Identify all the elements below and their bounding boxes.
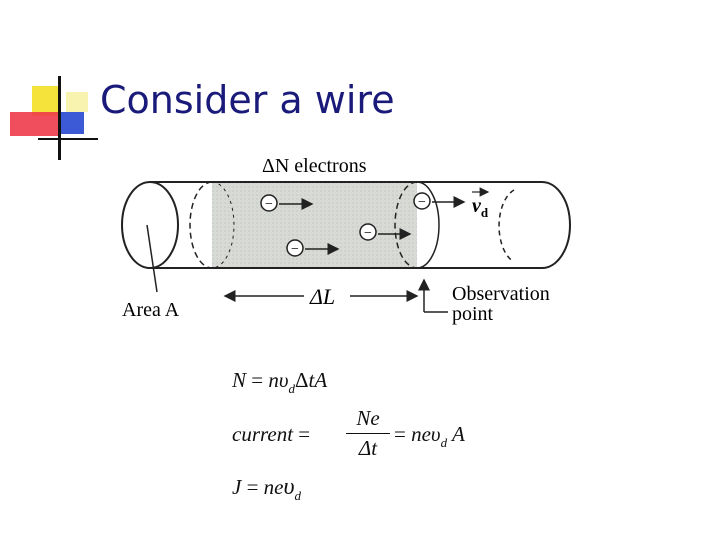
cross-section-left <box>189 181 213 269</box>
shaded-volume <box>212 182 417 268</box>
equation-current-rhs: = neυd A <box>394 422 465 450</box>
svg-text:−: − <box>291 242 299 257</box>
area-label: Area A <box>122 299 180 321</box>
observation-label-line2: point <box>452 303 494 325</box>
logo-yellow-block <box>32 86 58 116</box>
equation-current-density: J = neυd <box>232 474 302 503</box>
wire-far-end <box>541 181 571 269</box>
cross-section-right-front <box>416 181 440 269</box>
fraction-denominator: Δt <box>346 433 390 461</box>
logo-blue-block <box>58 112 84 134</box>
electron: − <box>286 239 340 257</box>
length-label: ΔL <box>309 284 335 309</box>
logo-vertical-line <box>58 76 61 160</box>
electron: − <box>260 194 314 212</box>
equation-current: current = <box>232 422 311 446</box>
slide-title: Consider a wire <box>100 78 395 122</box>
wire-end-face <box>121 181 179 269</box>
cross-section-left-back <box>211 181 235 269</box>
cross-section-right <box>394 181 418 269</box>
wire-dashed-right <box>498 189 515 263</box>
velocity-label: vd <box>472 195 489 220</box>
electrons-label: ΔN electrons <box>262 155 367 177</box>
svg-text:−: − <box>265 197 273 212</box>
observation-label-line1: Observation <box>452 283 550 305</box>
logo-light-block <box>66 92 88 112</box>
equation-current-fraction: Ne Δt <box>346 406 390 461</box>
area-pointer <box>146 224 158 293</box>
logo-horizontal-line <box>38 138 98 140</box>
equation-drift: N = nυdΔtA <box>232 368 328 396</box>
fraction-numerator: Ne <box>356 406 380 430</box>
svg-text:−: − <box>364 226 372 241</box>
svg-text:−: − <box>418 195 426 210</box>
logo-red-block <box>10 112 58 136</box>
electron: − <box>413 192 466 210</box>
wire-diagram-svg: − − − − ΔN electrons vd <box>121 155 571 325</box>
electron: − <box>359 223 412 241</box>
wire-diagram: − − − − ΔN electrons vd <box>112 150 592 330</box>
logo-decoration <box>0 0 110 170</box>
